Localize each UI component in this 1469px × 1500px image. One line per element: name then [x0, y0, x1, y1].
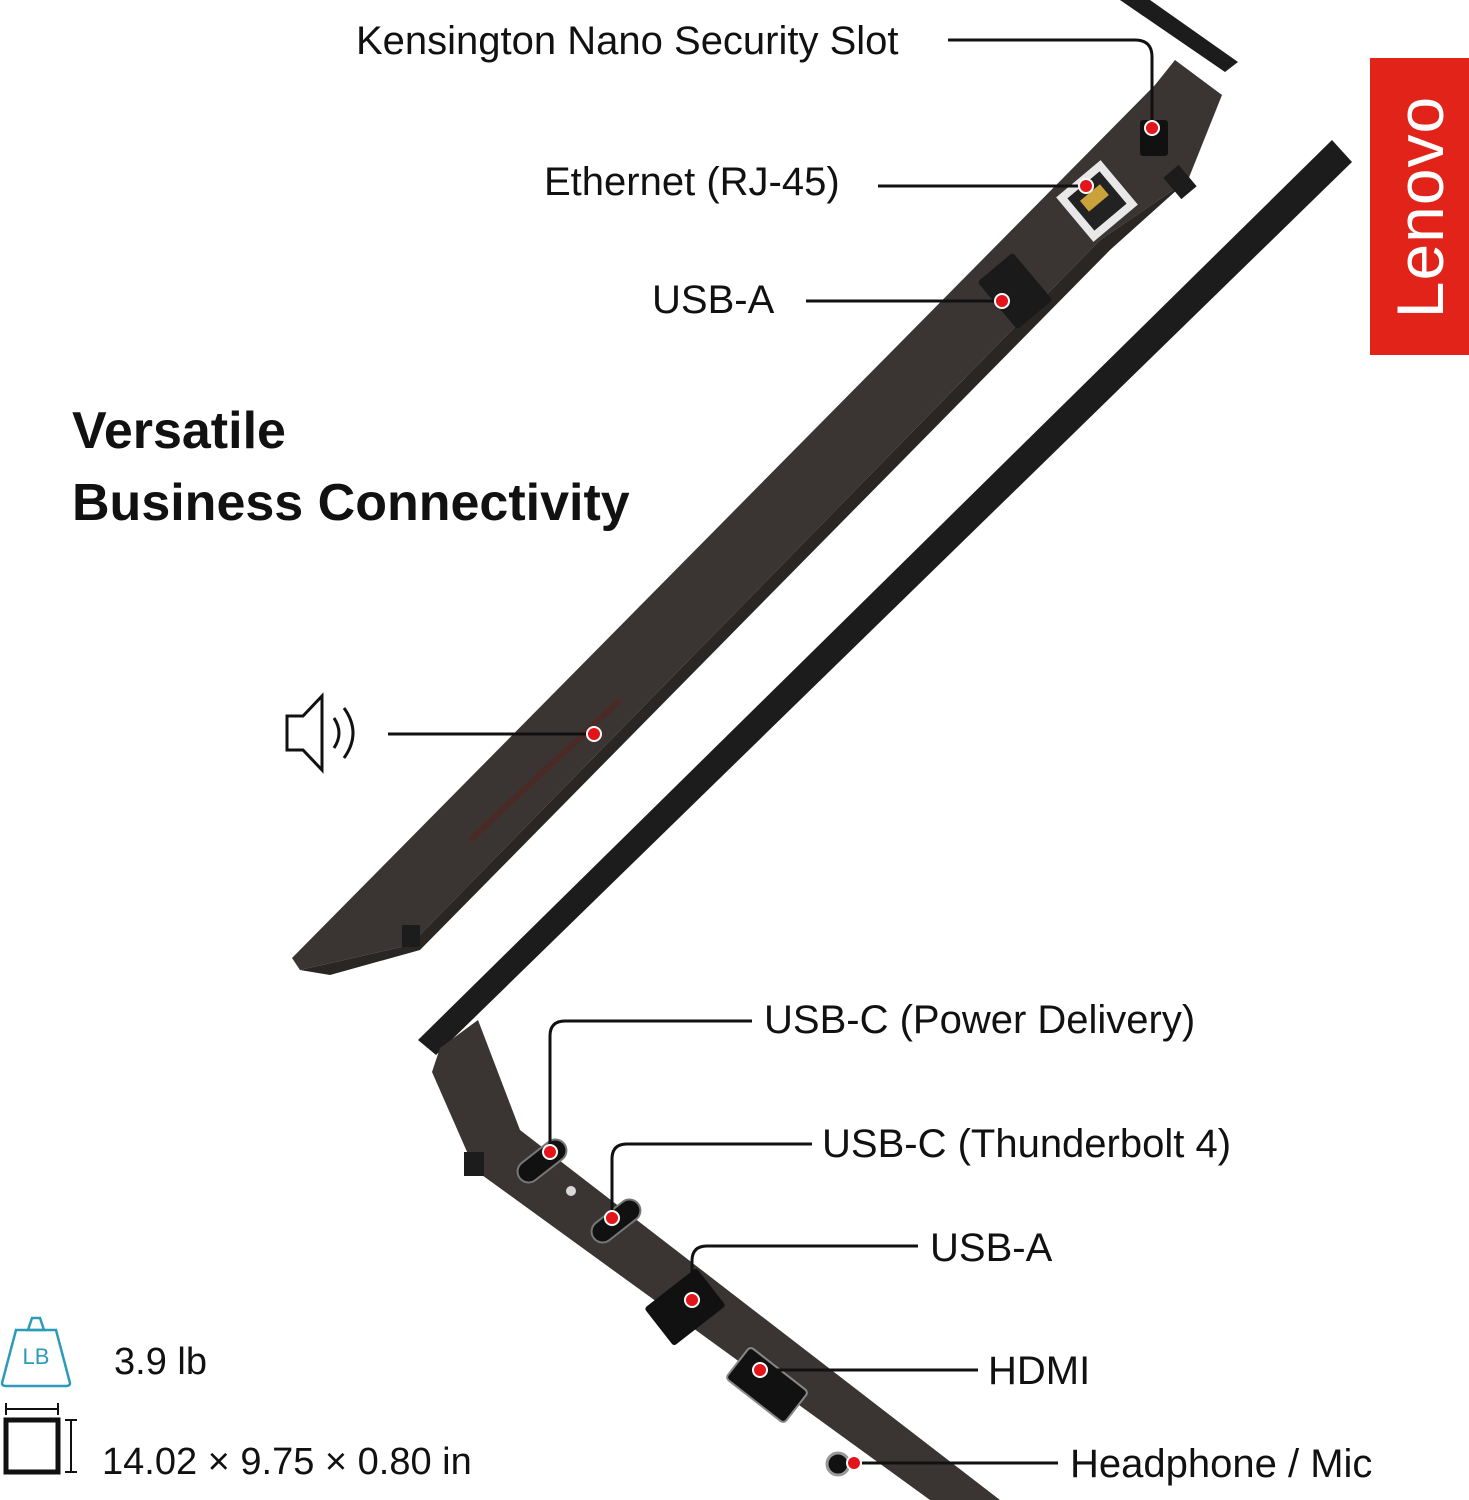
speaker-icon [285, 692, 355, 774]
weight-icon-label: LB [23, 1344, 50, 1369]
callout-usb-c-thunderbolt: USB-C (Thunderbolt 4) [822, 1122, 1232, 1166]
upper-hinge-foot [1163, 164, 1197, 200]
callout-usb-a-top: USB-A [652, 278, 775, 322]
lower-hinge-foot [464, 1152, 484, 1176]
headline-line-2: Business Connectivity [72, 474, 630, 532]
spec-weight: 3.9 lb [114, 1341, 207, 1383]
usb-a-port-top [978, 253, 1052, 329]
callout-headphone-mic: Headphone / Mic [1070, 1442, 1373, 1486]
brand-logo-text: Lenovo [1382, 95, 1457, 318]
callout-usb-a-bottom: USB-A [930, 1226, 1053, 1270]
callout-hdmi: HDMI [988, 1349, 1091, 1393]
upper-laptop-base-shadow [300, 180, 1188, 975]
speaker-grille [467, 697, 623, 843]
upper-rear-foot [402, 925, 420, 947]
port-markers [542, 120, 1160, 1471]
spec-dimensions: 14.02 × 9.75 × 0.80 in [102, 1441, 472, 1483]
weight-icon: LB [0, 1316, 72, 1388]
leader-lines [388, 38, 1154, 1465]
lower-laptop-base [432, 1020, 1000, 1500]
headline-line-1: Versatile [72, 402, 286, 460]
callout-usb-c-power-delivery: USB-C (Power Delivery) [764, 998, 1196, 1042]
callout-ethernet: Ethernet (RJ-45) [544, 160, 840, 204]
headline: Versatile Business Connectivity [72, 395, 630, 539]
lower-laptop-lid [418, 140, 1352, 1055]
usb-a-port-bottom [645, 1268, 725, 1346]
headphone-jack [825, 1451, 851, 1477]
dimensions-icon [3, 1403, 77, 1475]
status-led [566, 1186, 576, 1196]
callout-kensington-slot: Kensington Nano Security Slot [356, 19, 899, 63]
upper-laptop-lid [1120, 0, 1238, 72]
brand-badge: Lenovo [1370, 58, 1469, 355]
